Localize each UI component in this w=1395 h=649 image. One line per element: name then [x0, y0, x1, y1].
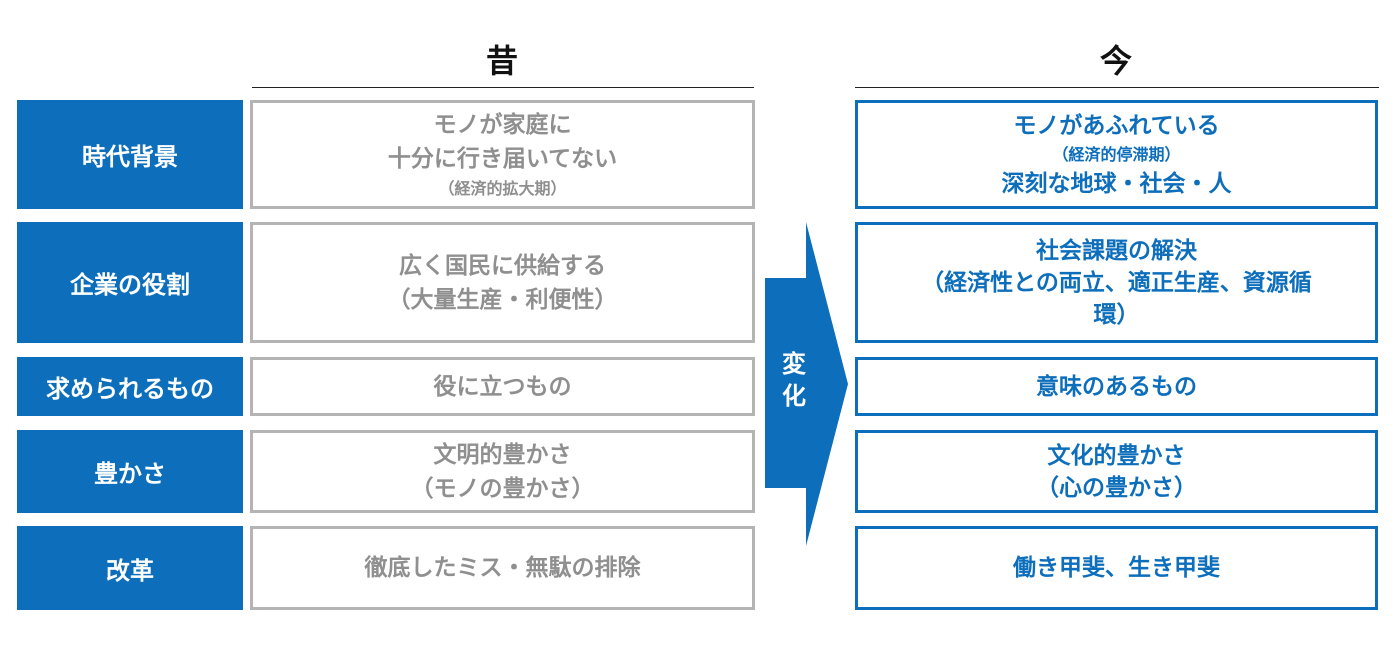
- change-label-char: 変: [782, 350, 806, 378]
- cell-line: 徹底したミス・無駄の排除: [364, 555, 641, 581]
- new-cell: 社会課題の解決 （経済性との両立、適正生産、資源循環）: [855, 222, 1378, 343]
- cell-line: （経済的拡大期）: [438, 178, 567, 198]
- cell-line: 広く国民に供給する: [399, 252, 606, 279]
- new-cell: 文化的豊かさ （心の豊かさ）: [855, 430, 1378, 513]
- row-label: 豊かさ: [17, 430, 243, 513]
- cell-line: 環）: [1093, 301, 1140, 328]
- old-cell: 文明的豊かさ （モノの豊かさ）: [250, 430, 755, 513]
- cell-line: （モノの豊かさ）: [410, 475, 595, 502]
- old-cell: 役に立つもの: [250, 357, 755, 416]
- row-label: 改革: [17, 526, 243, 610]
- new-cell: モノがあふれている （経済的停滞期） 深刻な地球・社会・人: [855, 100, 1378, 209]
- cell-line: 文明的豊かさ: [433, 441, 572, 468]
- header-new: 今: [1099, 42, 1132, 80]
- cell-line: 意味のあるもの: [1036, 373, 1197, 400]
- cell-line: （経済性との両立、適正生産、資源循: [921, 269, 1312, 296]
- cell-line: 文化的豊かさ: [1047, 442, 1186, 469]
- cell-line: （大量生産・利便性）: [387, 286, 618, 313]
- header-new-underline: [855, 87, 1379, 88]
- cell-line: 深刻な地球・社会・人: [1001, 170, 1232, 197]
- change-arrow-icon: [765, 222, 848, 546]
- row-label: 時代背景: [17, 100, 243, 209]
- row-label: 求められるもの: [17, 357, 243, 416]
- cell-line: （経済的停滞期）: [1052, 144, 1181, 164]
- header-old: 昔: [485, 42, 518, 80]
- new-cell: 意味のあるもの: [855, 357, 1378, 416]
- cell-line: （心の豊かさ）: [1036, 474, 1197, 501]
- cell-line: モノが家庭に: [433, 111, 572, 138]
- new-cell: 働き甲斐、生き甲斐: [855, 526, 1378, 610]
- old-cell: モノが家庭に十分に行き届いてない （経済的拡大期）: [250, 100, 755, 209]
- cell-line: 役に立つもの: [433, 373, 572, 400]
- old-cell: 広く国民に供給する （大量生産・利便性）: [250, 222, 755, 343]
- cell-line: 働き甲斐、生き甲斐: [1013, 555, 1220, 581]
- change-label: 変 化: [764, 348, 824, 412]
- row-label: 企業の役割: [17, 222, 243, 343]
- header-old-underline: [252, 87, 754, 88]
- change-label-char: 化: [782, 382, 806, 410]
- old-cell: 徹底したミス・無駄の排除: [250, 526, 755, 610]
- cell-line: モノがあふれている: [1013, 112, 1220, 139]
- cell-line: 社会課題の解決: [1036, 237, 1197, 264]
- cell-line: 十分に行き届いてない: [387, 145, 618, 172]
